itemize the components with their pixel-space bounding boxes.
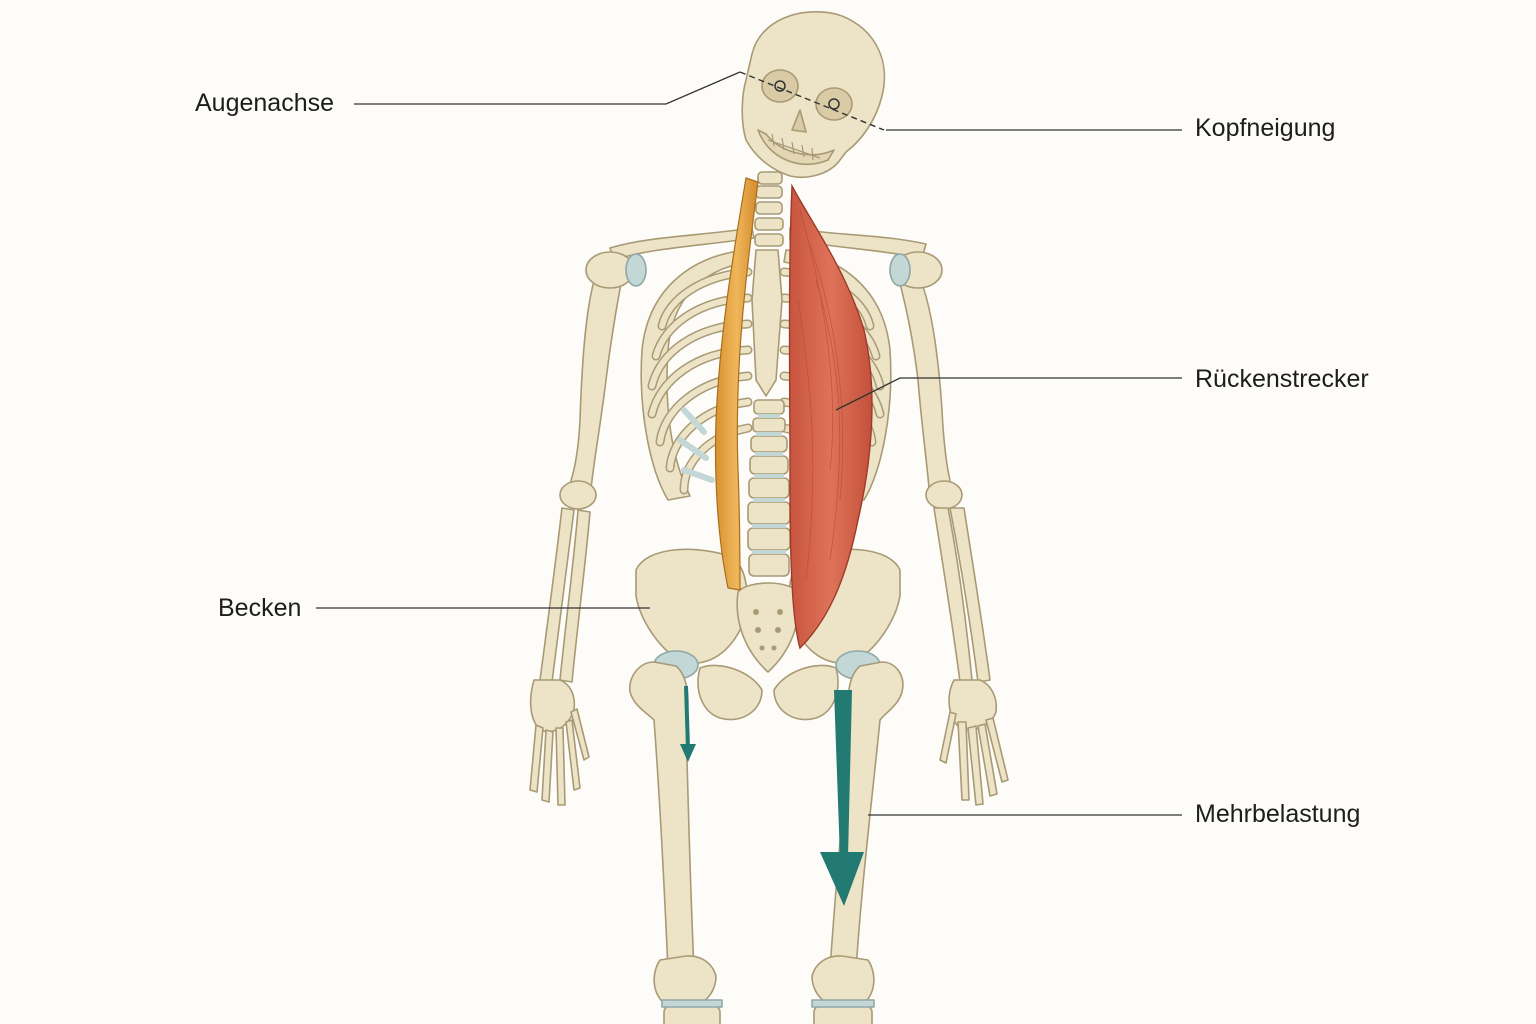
arrow-down-large-icon	[820, 690, 864, 906]
skull	[741, 11, 886, 178]
label-pelvis: Becken	[218, 594, 302, 622]
leader-lines	[316, 71, 1182, 816]
spine	[747, 185, 791, 577]
arrow-down-small-icon	[680, 685, 696, 762]
label-extra-load: Mehrbelastung	[1195, 800, 1361, 828]
weak-muscle-strip	[714, 177, 759, 591]
label-erector-spinae: Rückenstrecker	[1195, 365, 1369, 393]
legs	[629, 661, 904, 1024]
right-arm	[897, 261, 1009, 806]
label-eye-axis: Augenachse	[195, 89, 335, 117]
label-head-tilt: Kopfneigung	[1195, 114, 1336, 142]
left-arm	[529, 267, 623, 806]
eye-axis-markers	[739, 71, 885, 131]
